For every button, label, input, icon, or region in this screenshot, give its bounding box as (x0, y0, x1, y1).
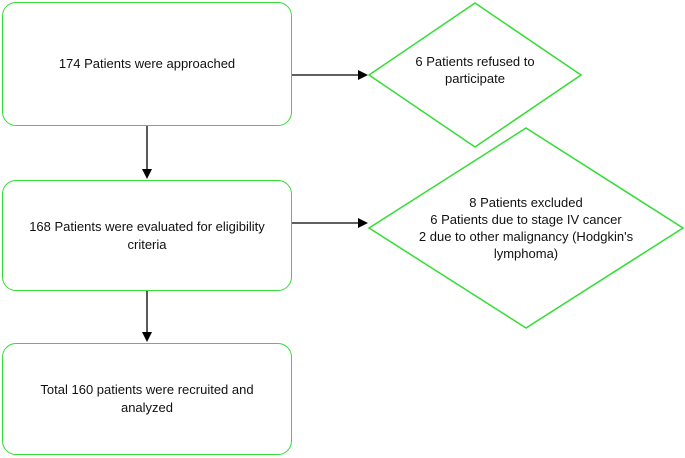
refused-label: 6 Patients refused to participate (390, 48, 560, 92)
recruited-box: Total 160 patients were recruited and an… (2, 343, 292, 455)
evaluated-box: 168 Patients were evaluated for eligibil… (2, 180, 292, 291)
excluded-line-2: 6 Patients due to stage IV cancer (430, 212, 622, 227)
approached-text: 174 Patients were approached (58, 56, 236, 71)
approached-box: 174 Patients were approached (2, 2, 292, 126)
excluded-line-1: 8 Patients excluded (469, 195, 583, 210)
recruited-text: Total 160 patients were recruited and an… (40, 382, 254, 415)
excluded-label: 8 Patients excluded 6 Patients due to st… (400, 188, 652, 268)
evaluated-text: 168 Patients were evaluated for eligibil… (29, 218, 265, 252)
excluded-line-3: 2 due to other malignancy (Hodgkin's lym… (418, 229, 634, 261)
refused-diamond (367, 2, 583, 148)
excluded-diamond (367, 127, 685, 329)
refused-text: 6 Patients refused to participate (415, 54, 535, 86)
